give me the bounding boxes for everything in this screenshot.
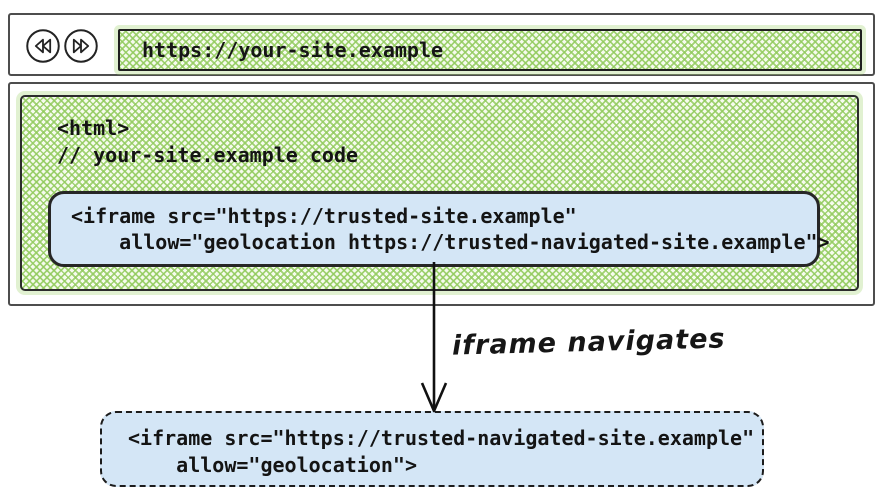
navigated-iframe-code-box: <iframe src="https://trusted-navigated-s… (100, 411, 764, 487)
iframe-embed-code: <iframe src="https://trusted-site.exampl… (71, 203, 830, 255)
browser-top-bar: https://your-site.example (8, 13, 875, 76)
navigated-iframe-code: <iframe src="https://trusted-navigated-s… (128, 425, 754, 479)
rewind-icon (25, 29, 61, 67)
navigated-iframe-allow-line: allow="geolocation"> (128, 453, 417, 477)
fast-forward-icon (63, 29, 99, 67)
url-text: https://your-site.example (142, 38, 444, 62)
navigation-arrow (420, 262, 448, 413)
page-source-code: <html> // your-site.example code (57, 115, 358, 169)
embedded-iframe-code-box: <iframe src="https://trusted-site.exampl… (48, 191, 830, 267)
code-line-html-tag: <html> (57, 116, 130, 140)
forward-button[interactable] (63, 28, 99, 64)
iframe-allow-line: allow="geolocation https://trusted-navig… (71, 230, 830, 254)
browser-viewport: <html> // your-site.example code <iframe… (8, 82, 875, 306)
your-site-page-area: <html> // your-site.example code <iframe… (20, 95, 859, 291)
arrow-label: iframe navigates (451, 323, 726, 362)
url-bar[interactable]: https://your-site.example (118, 29, 862, 71)
navigated-iframe-src-line: <iframe src="https://trusted-navigated-s… (128, 426, 755, 450)
code-line-comment: // your-site.example code (57, 143, 359, 167)
iframe-src-line: <iframe src="https://trusted-site.exampl… (71, 204, 577, 228)
back-button[interactable] (25, 28, 61, 64)
